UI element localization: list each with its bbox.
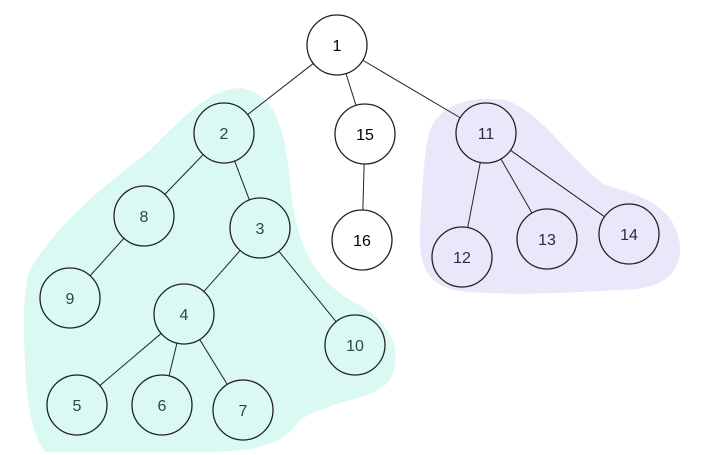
edge-2-3 — [234, 160, 250, 201]
node-circle — [212, 379, 274, 441]
node-9[interactable]: 9 — [39, 267, 101, 329]
node-1[interactable]: 1 — [306, 14, 368, 76]
edge-4-5 — [99, 333, 162, 386]
node-label: 13 — [538, 232, 556, 249]
node-circle — [324, 314, 386, 376]
node-7[interactable]: 7 — [212, 379, 274, 441]
node-label: 3 — [256, 221, 265, 238]
node-label: 9 — [66, 291, 75, 308]
node-circle — [455, 102, 517, 164]
teal-group-highlight — [24, 88, 396, 452]
edge-2-8 — [164, 154, 204, 195]
node-11[interactable]: 11 — [455, 102, 517, 164]
node-circle — [431, 226, 493, 288]
node-circle — [113, 185, 175, 247]
node-6[interactable]: 6 — [131, 374, 193, 436]
edge-3-4 — [203, 250, 241, 292]
edge-4-6 — [168, 343, 178, 376]
edge-1-15 — [345, 73, 357, 106]
node-5[interactable]: 5 — [46, 374, 108, 436]
node-12[interactable]: 12 — [431, 226, 493, 288]
node-label: 12 — [453, 250, 471, 267]
node-label: 5 — [73, 398, 82, 415]
node-label: 4 — [180, 307, 189, 324]
node-circle — [334, 103, 396, 165]
node-13[interactable]: 13 — [516, 208, 578, 270]
node-circle — [153, 283, 215, 345]
node-label: 16 — [353, 233, 371, 250]
node-8[interactable]: 8 — [113, 185, 175, 247]
node-label: 15 — [356, 127, 374, 144]
node-circle — [516, 208, 578, 270]
node-label: 10 — [346, 338, 364, 355]
node-label: 14 — [620, 227, 638, 244]
node-circle — [39, 267, 101, 329]
node-4[interactable]: 4 — [153, 283, 215, 345]
node-10[interactable]: 10 — [324, 314, 386, 376]
node-2[interactable]: 2 — [193, 102, 255, 164]
node-label: 8 — [140, 209, 149, 226]
node-circle — [131, 374, 193, 436]
node-circle — [331, 209, 393, 271]
edge-11-12 — [467, 162, 481, 228]
node-15[interactable]: 15 — [334, 103, 396, 165]
node-label: 6 — [158, 398, 167, 415]
node-circle — [598, 203, 660, 265]
node-circle — [193, 102, 255, 164]
node-16[interactable]: 16 — [331, 209, 393, 271]
node-label: 11 — [478, 126, 495, 143]
edge-8-9 — [89, 237, 125, 277]
node-circle — [46, 374, 108, 436]
edge-11-13 — [500, 158, 533, 214]
edge-1-2 — [247, 63, 314, 115]
edge-1-11 — [362, 59, 461, 119]
node-circle — [306, 14, 368, 76]
edge-4-7 — [199, 339, 228, 385]
edge-11-14 — [510, 149, 605, 218]
node-label: 2 — [220, 126, 229, 143]
node-label: 1 — [333, 38, 342, 55]
edge-15-16 — [362, 163, 365, 211]
node-label: 7 — [239, 403, 248, 420]
edge-3-10 — [278, 250, 337, 323]
node-14[interactable]: 14 — [598, 203, 660, 265]
node-3[interactable]: 3 — [229, 197, 291, 259]
node-circle — [229, 197, 291, 259]
